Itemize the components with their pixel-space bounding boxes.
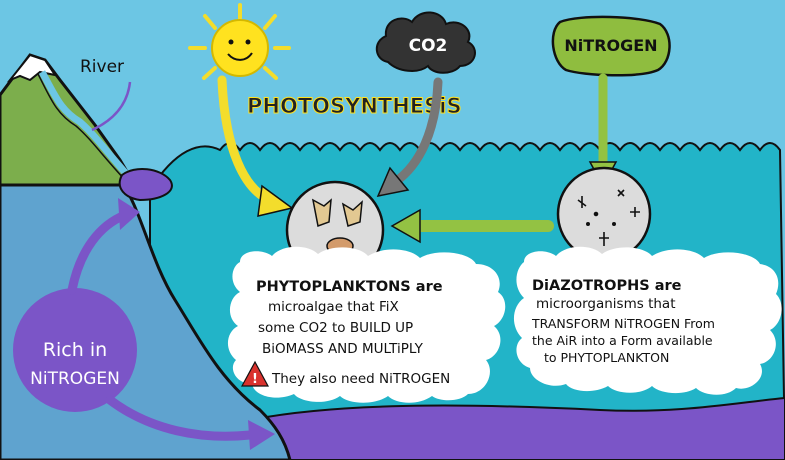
phyto-line4: BiOMASS AND MULTiPLY <box>262 341 424 357</box>
nitrogen-bubble: NiTROGEN <box>553 17 670 75</box>
estuary-blob <box>120 169 172 200</box>
river-label: River <box>80 57 124 77</box>
nitrogen-label: NiTROGEN <box>564 36 657 55</box>
diazo-line3: TRANSFORM NiTROGEN From <box>531 316 715 331</box>
diazotroph-cell-icon <box>558 168 650 260</box>
diazo-line1: DiAZOTROPHS are <box>532 278 682 294</box>
phyto-line1: PHYTOPLANKTONS are <box>256 279 443 295</box>
rich-line2: NiTROGEN <box>30 369 120 389</box>
phyto-warning: They also need NiTROGEN <box>271 371 450 387</box>
rich-line1: Rich in <box>43 339 107 361</box>
svg-text:!: ! <box>252 372 258 387</box>
phyto-line3: some CO2 to BUILD UP <box>258 320 413 336</box>
photosynthesis-label: PHOTOSYNTHESiS <box>247 94 462 118</box>
co2-label: CO2 <box>409 36 448 56</box>
diazo-line4: the AiR into a Form available <box>532 333 713 348</box>
diazo-line2: microorganisms that <box>536 296 675 312</box>
phyto-line2: microalgae that FiX <box>268 299 399 315</box>
diazo-line5: to PHYTOPLANKTON <box>544 350 669 365</box>
